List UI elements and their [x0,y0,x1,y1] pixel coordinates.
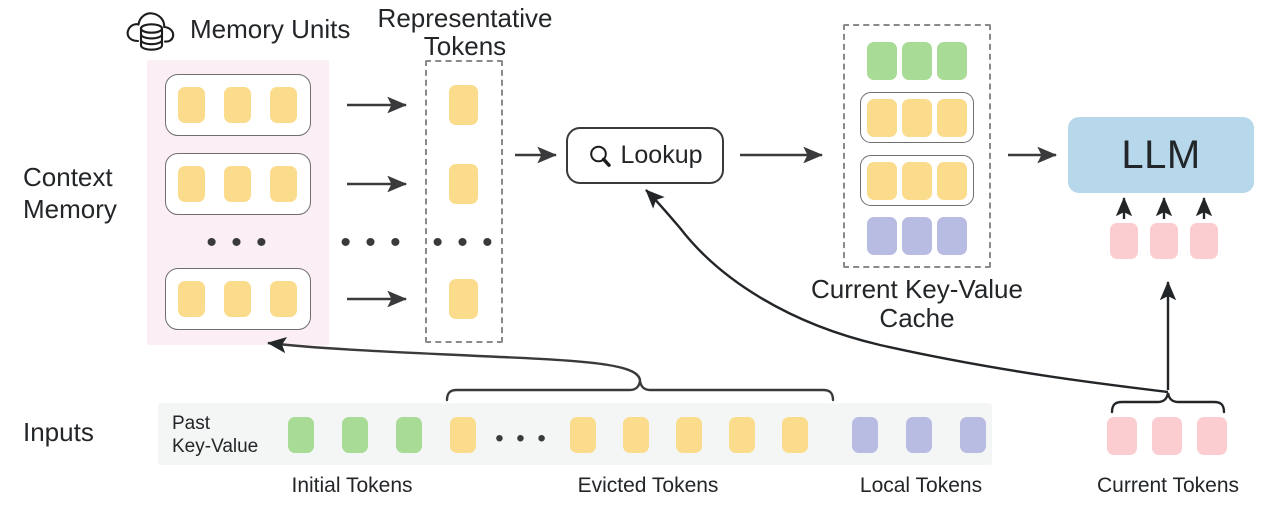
input-token-initial-3[interactable] [396,417,422,453]
past-key-value-label-line1: Past [172,413,211,434]
memory-unit-n-token-2[interactable] [224,281,251,317]
memory-unit-1-token-3[interactable] [270,87,297,123]
input-token-local-3[interactable] [960,417,986,453]
memory-unit-n-token-1[interactable] [178,281,205,317]
memory-unit-2-token-2[interactable] [224,166,251,202]
current-kv-cache-label-line1: Current Key-Value [811,274,1023,304]
memory-units-label: Memory Units [190,14,351,44]
memory-unit-2-token-1[interactable] [178,166,205,202]
input-token-initial-1[interactable] [288,417,314,453]
input-token-evicted-5[interactable] [729,417,755,453]
memory-unit-n-token-3[interactable] [270,281,297,317]
kv-cache-retrieved-2-token-1[interactable] [867,162,897,200]
context-memory-label-line1: Context [23,162,113,192]
kv-cache-initial-token-3[interactable] [937,42,967,80]
kv-cache-local-token-2[interactable] [902,217,932,255]
kv-cache-retrieved-1-token-3[interactable] [937,99,967,137]
llm-label: LLM [1121,132,1201,177]
input-token-local-2[interactable] [906,417,932,453]
kv-cache-initial-token-1[interactable] [867,42,897,80]
input-token-evicted-4[interactable] [676,417,702,453]
input-token-local-1[interactable] [852,417,878,453]
memory-to-representative-ellipsis: • • • [340,226,404,259]
kv-cache-initial-token-2[interactable] [902,42,932,80]
llm-input-token-2[interactable] [1150,223,1178,259]
kv-cache-retrieved-2-token-3[interactable] [937,162,967,200]
kv-cache-local-token-1[interactable] [867,217,897,255]
inputs-label: Inputs [23,417,94,447]
memory-unit-1-token-1[interactable] [178,87,205,123]
kv-cache-retrieved-1-token-2[interactable] [902,99,932,137]
arrow-evicted-to-context-memory [267,336,642,382]
brace-current-tokens [1110,392,1226,414]
input-token-initial-2[interactable] [342,417,368,453]
representative-token-1[interactable] [449,85,478,125]
current-tokens-caption: Current Tokens [1096,474,1240,497]
kv-cache-local-token-3[interactable] [937,217,967,255]
cloud-database-icon [124,8,178,56]
representative-tokens-ellipsis: • • • [432,226,496,259]
representative-tokens-label-line2: Tokens [423,31,507,61]
current-token-1[interactable] [1107,417,1137,455]
search-icon [587,143,613,169]
kv-cache-retrieved-1-token-1[interactable] [867,99,897,137]
lookup-button[interactable]: Lookup [566,127,724,184]
input-ellipsis: • • • [495,425,549,452]
input-token-evicted-1[interactable] [450,417,476,453]
local-tokens-caption: Local Tokens [859,474,983,497]
memory-unit-1-token-2[interactable] [224,87,251,123]
current-token-3[interactable] [1197,417,1227,455]
initial-tokens-caption: Initial Tokens [291,474,413,497]
representative-tokens-label-line1: Representative [377,3,553,33]
current-token-2[interactable] [1152,417,1182,455]
llm-input-token-3[interactable] [1190,223,1218,259]
kv-cache-retrieved-2-token-2[interactable] [902,162,932,200]
past-key-value-label-line2: Key-Value [172,436,259,457]
representative-token-2[interactable] [449,164,478,204]
brace-evicted-tokens [445,380,835,402]
input-token-evicted-3[interactable] [623,417,649,453]
llm-input-token-1[interactable] [1110,223,1138,259]
llm-block[interactable]: LLM [1068,117,1254,193]
memory-units-ellipsis: • • • [206,226,270,259]
current-kv-cache-label-line2: Cache [879,303,955,333]
input-token-evicted-6[interactable] [782,417,808,453]
context-memory-label-line2: Memory [23,194,117,224]
memory-unit-2-token-3[interactable] [270,166,297,202]
input-token-evicted-2[interactable] [570,417,596,453]
lookup-label: Lookup [620,141,703,169]
representative-token-n[interactable] [449,279,478,319]
evicted-tokens-caption: Evicted Tokens [577,474,719,497]
